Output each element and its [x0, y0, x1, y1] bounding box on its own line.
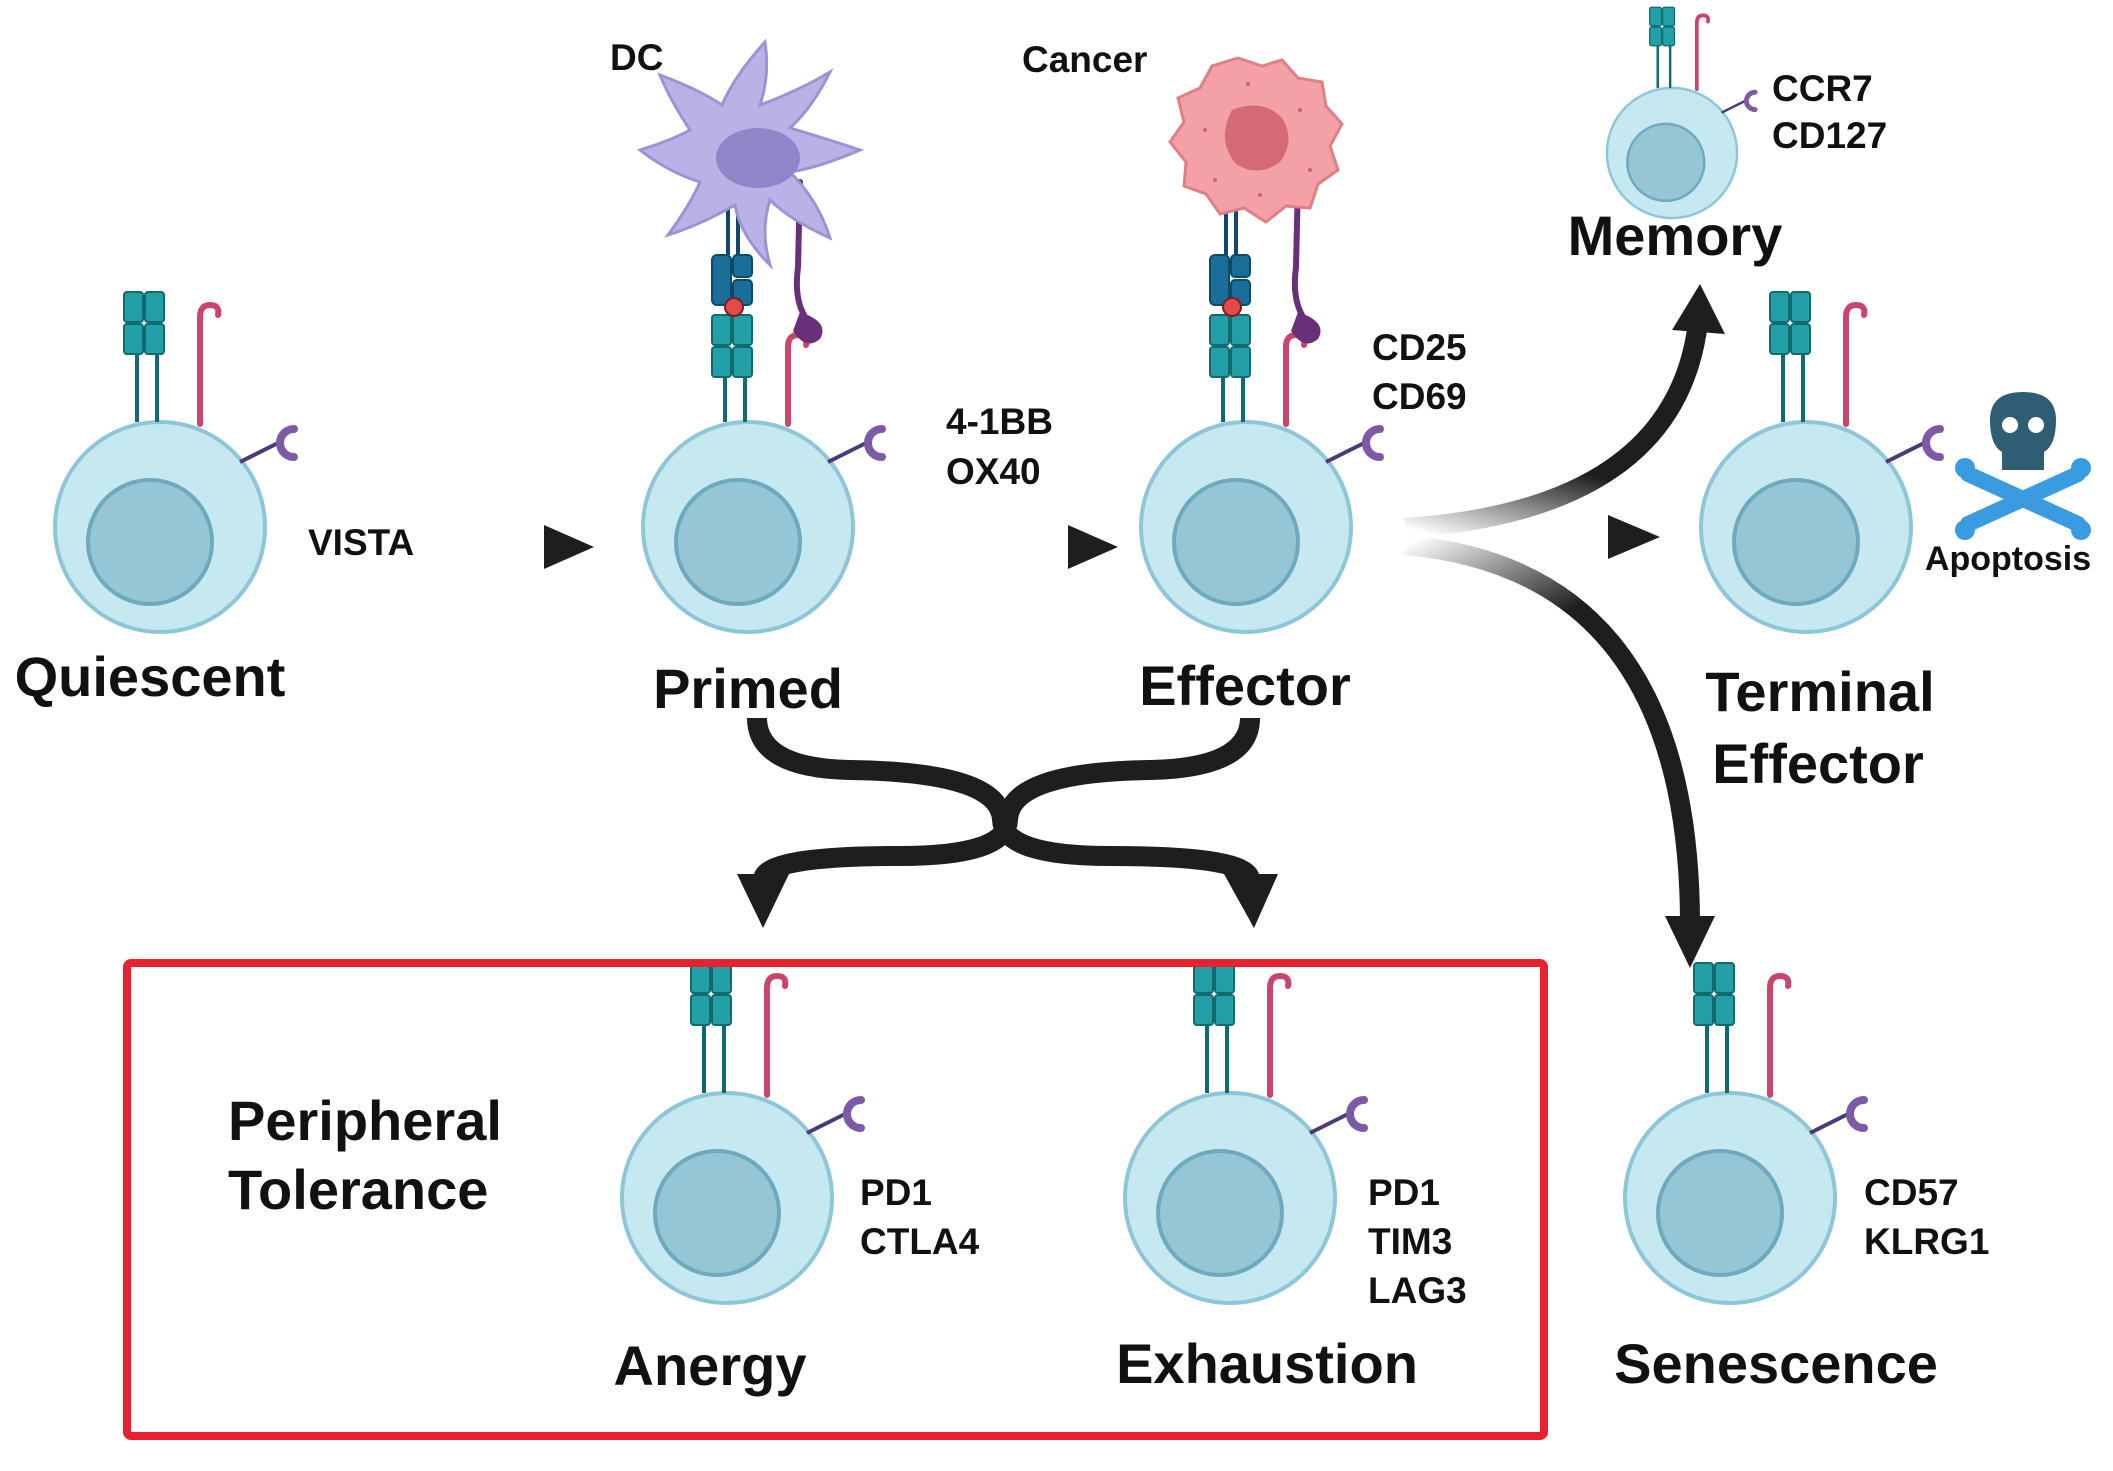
skull-crossbones-icon [1955, 392, 2091, 540]
stage-label-terminal-line1: Terminal [1705, 660, 1934, 723]
quiescent-t-cell-icon [55, 292, 294, 632]
marker-primed-2: OX40 [946, 451, 1041, 492]
anergy-t-cell-icon [622, 963, 861, 1303]
stage-label-anergy: Anergy [614, 1334, 807, 1397]
marker-effector-1: CD25 [1372, 327, 1467, 368]
terminal-effector-t-cell-icon [1701, 292, 1940, 632]
marker-vista: VISTA [308, 522, 414, 563]
label-cancer: Cancer [1022, 39, 1147, 80]
stage-label-senescence: Senescence [1614, 1332, 1938, 1395]
memory-t-cell-icon [1607, 7, 1755, 218]
marker-anergy-2: CTLA4 [860, 1221, 980, 1262]
effector-t-cell-icon [1141, 182, 1380, 632]
tolerance-label-line2: Tolerance [228, 1158, 488, 1221]
stage-label-quiescent: Quiescent [15, 645, 286, 708]
senescence-t-cell-icon [1625, 963, 1864, 1303]
marker-effector-2: CD69 [1372, 376, 1467, 417]
exhaustion-t-cell-icon [1125, 963, 1364, 1303]
stage-label-effector: Effector [1139, 654, 1351, 717]
stage-label-exhaustion: Exhaustion [1116, 1332, 1418, 1395]
marker-exhaustion-1: PD1 [1368, 1172, 1440, 1213]
tolerance-label-line1: Peripheral [228, 1089, 502, 1152]
arrow-effector-to-memory [1404, 328, 1707, 538]
marker-senescence-2: KLRG1 [1864, 1221, 1989, 1262]
arrow-effector-to-anergy [753, 717, 1260, 883]
cancer-cell-icon [1168, 56, 1344, 224]
stage-label-terminal-line2: Effector [1712, 732, 1924, 795]
dendritic-cell-icon [636, 38, 865, 271]
arrow-effector-to-senescence [1404, 535, 1700, 921]
marker-memory-1: CCR7 [1772, 68, 1873, 109]
marker-primed-1: 4-1BB [946, 401, 1053, 442]
marker-exhaustion-2: TIM3 [1368, 1221, 1452, 1262]
stage-label-primed: Primed [653, 657, 843, 720]
label-dc: DC [610, 37, 663, 78]
label-apoptosis: Apoptosis [1925, 540, 2091, 578]
peripheral-tolerance-box [123, 959, 1548, 1440]
marker-memory-2: CD127 [1772, 115, 1887, 156]
marker-exhaustion-3: LAG3 [1368, 1270, 1467, 1311]
marker-anergy-1: PD1 [860, 1172, 932, 1213]
arrows [450, 284, 1725, 968]
marker-senescence-1: CD57 [1864, 1172, 1959, 1213]
stage-label-memory: Memory [1568, 204, 1783, 267]
